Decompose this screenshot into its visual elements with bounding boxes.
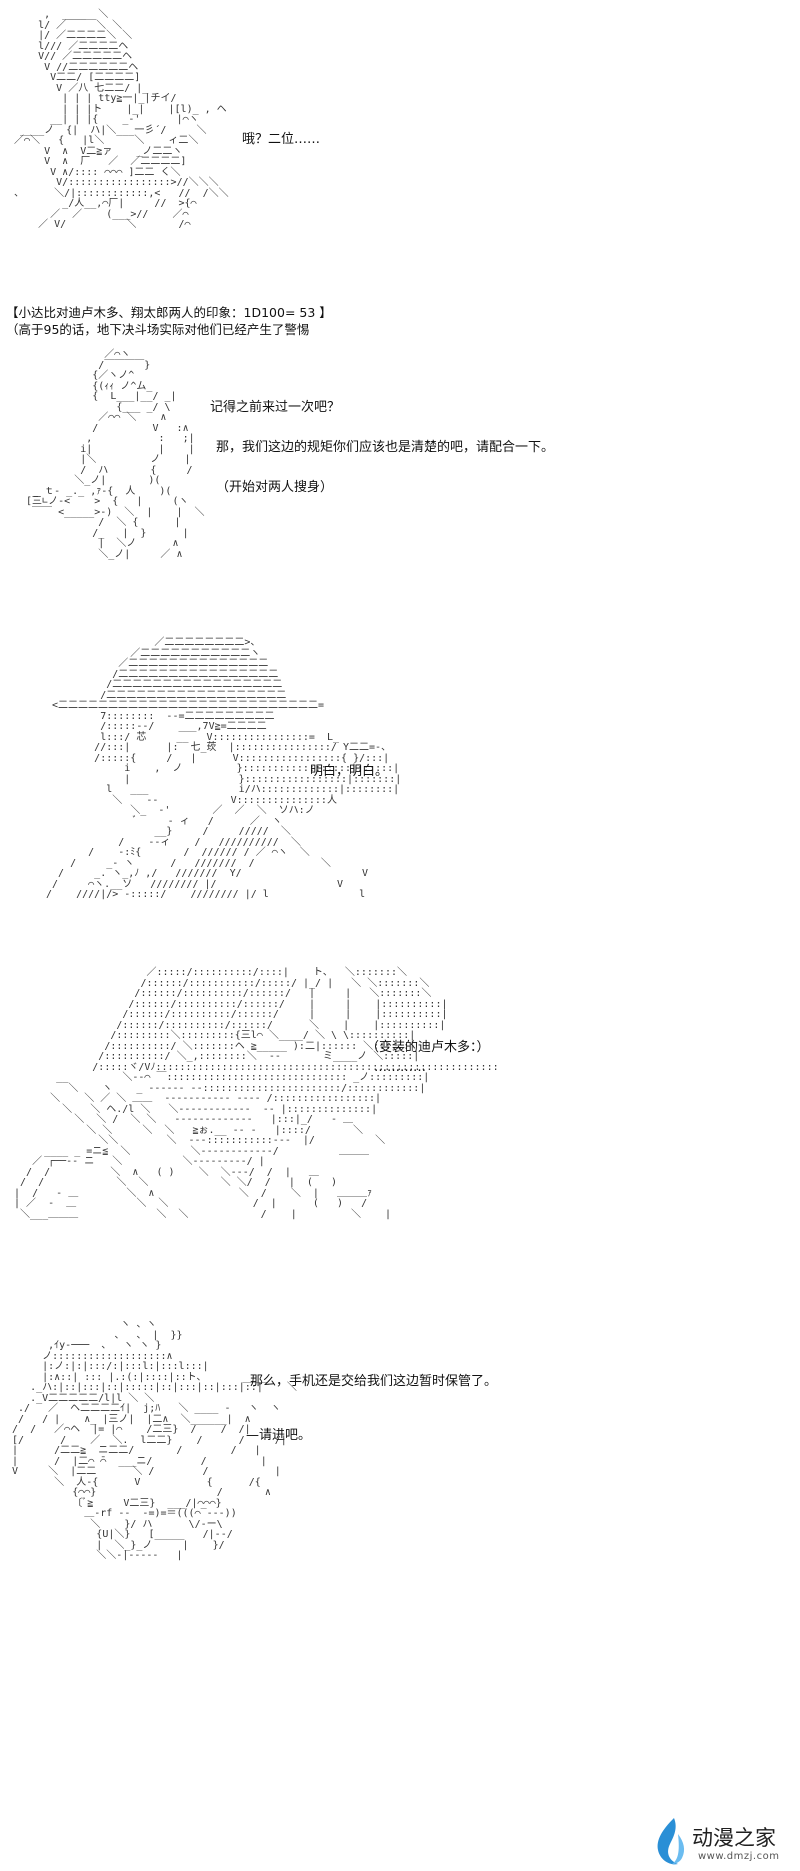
ascii-art-figure-2: ／⌒ヽ /￣￣￣￣} {／ヽノ^ {(ｨｨ ノ^ム_ { L___|__/ _|… bbox=[26, 349, 205, 560]
dialogue-line: ………… bbox=[374, 1060, 426, 1075]
watermark-name: 动漫之家 bbox=[692, 1826, 776, 1850]
ascii-art-figure-1: , ____ ＼ l/ ／￣￣￣＼ ＼ |/ ／二二二二＼ ＼ l/// ／二二… bbox=[14, 9, 229, 230]
ascii-art-figure-4: ／:::::/::::::::::/::::| ト、 ＼:::::::＼ /::… bbox=[14, 967, 499, 1220]
watermark-logo: 动漫之家 www.dmzj.com bbox=[640, 1814, 800, 1871]
info-note: 【小达比对迪卢木多、翔太郎两人的印象：1D100= 53 】 bbox=[6, 305, 332, 320]
dialogue-line: （开始对两人搜身） bbox=[216, 480, 334, 495]
flame-logo-icon bbox=[657, 1818, 685, 1865]
dialogue-line: 那么，手机还是交给我们这边暂时保管了。 bbox=[250, 1374, 498, 1389]
dialogue-line: —请进吧。 bbox=[246, 1428, 312, 1443]
dialogue-line: 那，我们这边的规矩你们应该也是清楚的吧，请配合一下。 bbox=[216, 440, 555, 455]
ascii-art-figure-3: ／二二二二二二二二>、 ／二二二二二二二二二二二ヽ ／二二二二二二二二二二二二二… bbox=[46, 637, 402, 900]
dialogue-line: 明白，明白。 bbox=[310, 764, 389, 779]
dialogue-line: 哦？二位…… bbox=[242, 132, 321, 147]
dialogue-line: 记得之前来过一次吧？ bbox=[210, 400, 341, 415]
watermark-url: www.dmzj.com bbox=[698, 1851, 780, 1862]
info-note: （高于95的话，地下决斗场实际对他们已经产生了警惕 bbox=[6, 322, 310, 337]
dialogue-line: （变装的迪卢木多：） bbox=[366, 1040, 490, 1055]
ascii-art-figure-5: ヽ 、ヽ 、 、 | }} ,ｲy‐─── 、 ヽ ヽ } ノ:::::::::… bbox=[12, 1319, 297, 1561]
